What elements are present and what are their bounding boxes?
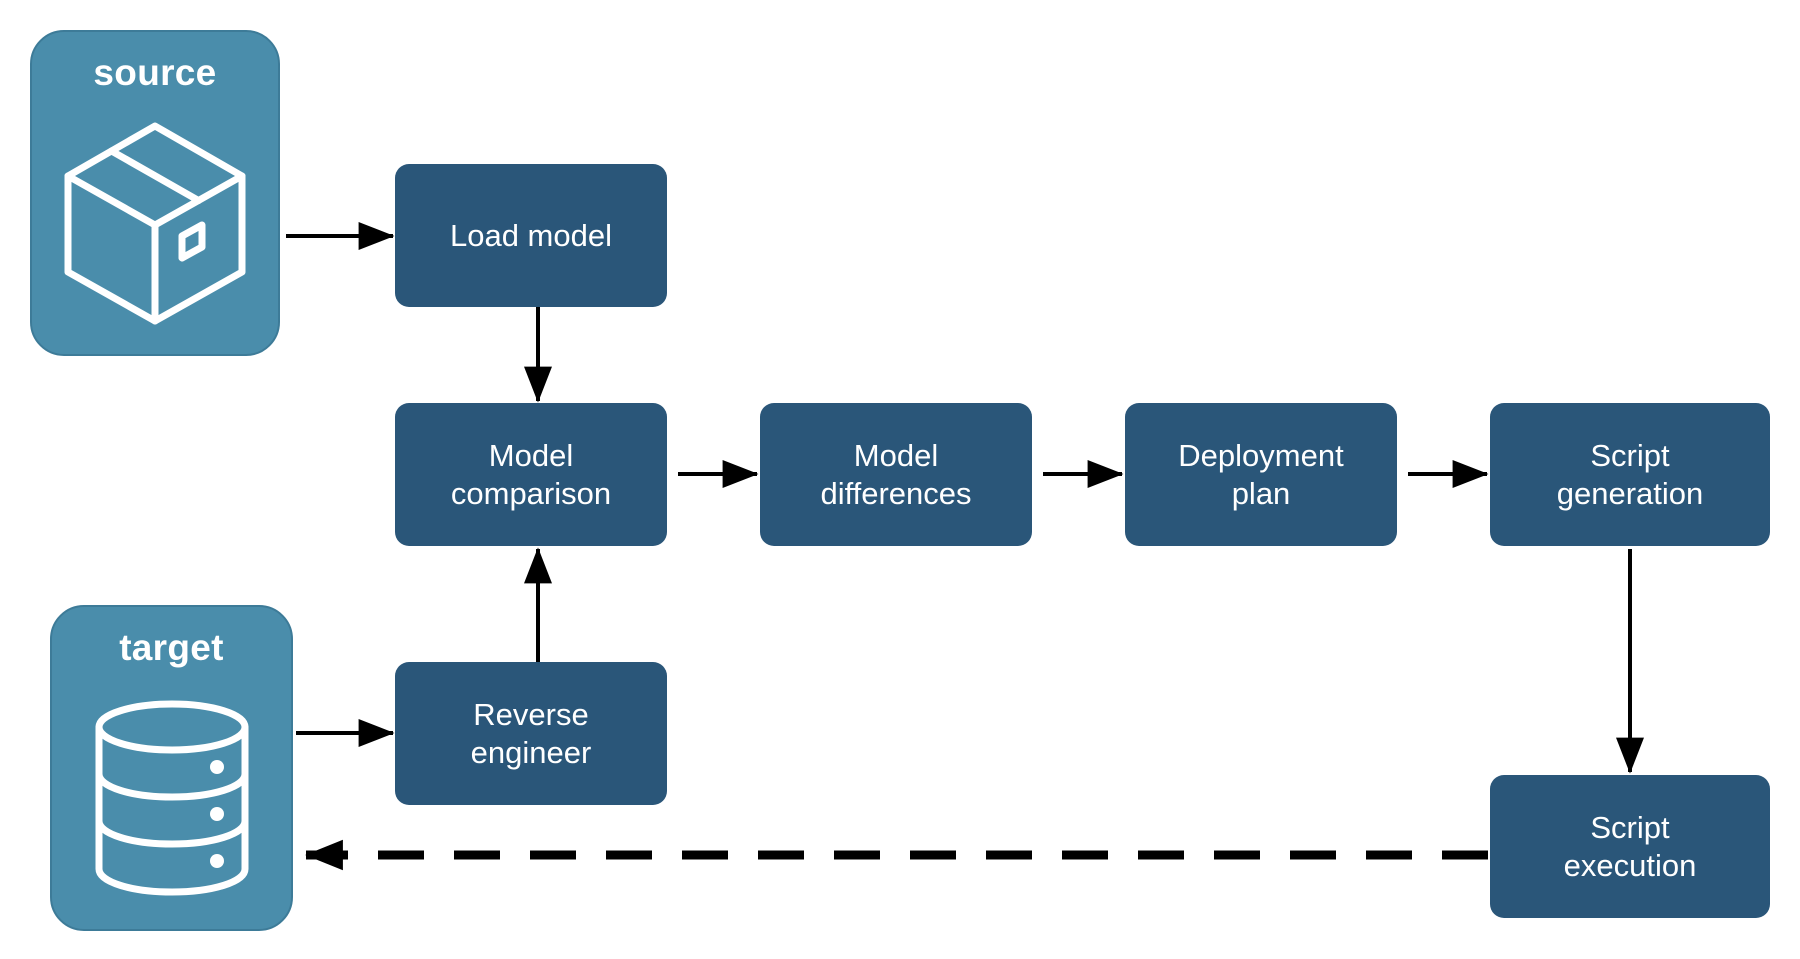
endpoint-source[interactable]: source — [30, 30, 280, 356]
package-box-icon — [32, 91, 278, 354]
process-deployment-plan[interactable]: Deployment plan — [1125, 403, 1397, 546]
database-cylinder-icon — [52, 666, 291, 929]
process-model-comparison[interactable]: Model comparison — [395, 403, 667, 546]
endpoint-source-label: source — [93, 52, 217, 93]
process-load-model[interactable]: Load model — [395, 164, 667, 307]
process-script-execution[interactable]: Script execution — [1490, 775, 1770, 918]
endpoint-target-label: target — [119, 627, 224, 668]
process-reverse-engineer[interactable]: Reverse engineer — [395, 662, 667, 805]
process-model-differences[interactable]: Model differences — [760, 403, 1032, 546]
process-script-generation[interactable]: Script generation — [1490, 403, 1770, 546]
endpoint-target[interactable]: target — [50, 605, 293, 931]
